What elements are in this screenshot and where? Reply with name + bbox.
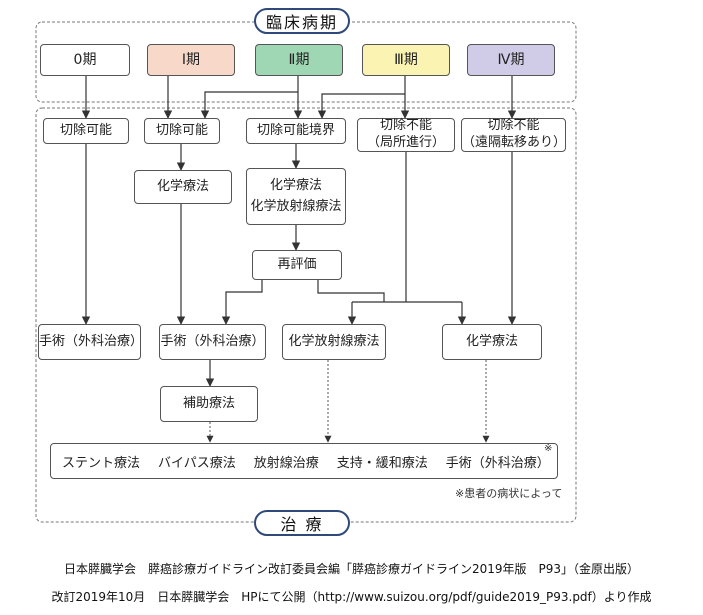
- reevaluation-box: 再評価: [252, 250, 342, 280]
- resectable-1-box: 切除可能: [144, 118, 220, 144]
- stage-3-box: Ⅲ期: [362, 44, 450, 76]
- unresectable-meta-line2: （遠隔転移あり）: [462, 135, 567, 150]
- treatment-title: 治 療: [254, 510, 350, 536]
- final-treatments-box: [50, 443, 558, 479]
- surgery-b-box: 手術（外科治療）: [159, 324, 266, 360]
- final-item-radiation: 放射線治療: [253, 456, 319, 471]
- unresectable-local-box: 切除不能 （局所進行）: [357, 118, 455, 152]
- surgery-a-box: 手術（外科治療）: [38, 324, 143, 360]
- chemo2-line1: 化学療法: [269, 177, 322, 193]
- stage-2-box: Ⅱ期: [255, 44, 343, 76]
- source-line-2: 改訂2019年10月 日本膵臓学会 HPにて公開（http://www.suiz…: [51, 590, 652, 604]
- arrow-stage3-to-borderline: [317, 93, 405, 119]
- stage-4-box: Ⅳ期: [467, 44, 555, 76]
- stage-1-box: Ⅰ期: [147, 44, 235, 76]
- final-note: ※患者の病状によって: [455, 487, 563, 500]
- resectable-0-box: 切除可能: [43, 118, 129, 144]
- stage-frame: [35, 21, 577, 103]
- final-item-bypass: バイパス療法: [158, 456, 236, 471]
- stage-0-box: 0期: [40, 44, 130, 76]
- unresectable-local-line1: 切除不能: [379, 118, 432, 134]
- chemotherapy-pre-box: 化学療法: [134, 170, 232, 204]
- chemo2-line2: 化学放射線療法: [250, 198, 342, 214]
- arrow-reeval-branch: [317, 280, 385, 302]
- borderline-resectable-box: 切除可能境界: [246, 118, 346, 144]
- adjuvant-therapy-box: 補助療法: [160, 386, 258, 422]
- chemo-chemoradiation-box: 化学療法 化学放射線療法: [246, 168, 346, 225]
- clinical-stage-title: 臨床病期: [254, 8, 350, 34]
- unresectable-meta-line1: 切除不能: [487, 118, 540, 134]
- unresectable-metastasis-box: 切除不能 （遠隔転移あり）: [461, 118, 566, 152]
- chemotherapy-box: 化学療法: [442, 324, 542, 360]
- final-item-surgery: 手術（外科治療）: [445, 456, 550, 471]
- final-item-palliative: 支持・緩和療法: [336, 456, 428, 471]
- final-treatments-list: ステント療法 バイパス療法 放射線治療 支持・緩和療法 手術（外科治療）: [62, 452, 550, 471]
- final-item-stent: ステント療法: [62, 456, 141, 471]
- chemoradiation-box: 化学放射線療法: [282, 324, 386, 360]
- arrow-reeval-surgery: [221, 280, 263, 325]
- arrow-stage2-to-resect1: [200, 91, 298, 119]
- source-line-1: 日本膵臓学会 膵癌診療ガイドライン改訂委員会編「膵癌診療ガイドライン2019年版…: [63, 562, 640, 576]
- unresectable-local-line2: （局所進行）: [366, 135, 445, 150]
- final-mark: ※: [544, 443, 553, 454]
